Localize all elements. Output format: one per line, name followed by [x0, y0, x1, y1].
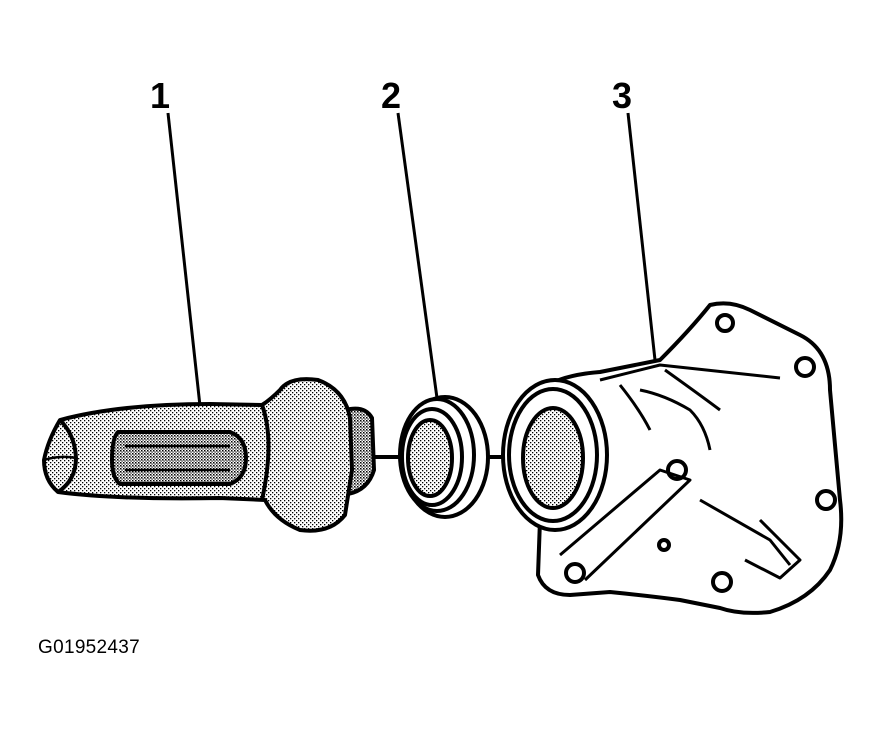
callout-3-leader: [626, 112, 657, 361]
oil-seal-part: [398, 395, 490, 519]
callout-2-number: 2: [381, 75, 401, 116]
slip-yoke-part: [42, 377, 376, 533]
callout-3-number: 3: [612, 75, 632, 116]
extension-housing-part: [501, 301, 844, 615]
callout-2-leader: [396, 112, 439, 399]
callout-1-number: 1: [150, 75, 170, 116]
figure-id: G01952437: [38, 637, 141, 658]
callout-1-leader: [166, 112, 202, 407]
